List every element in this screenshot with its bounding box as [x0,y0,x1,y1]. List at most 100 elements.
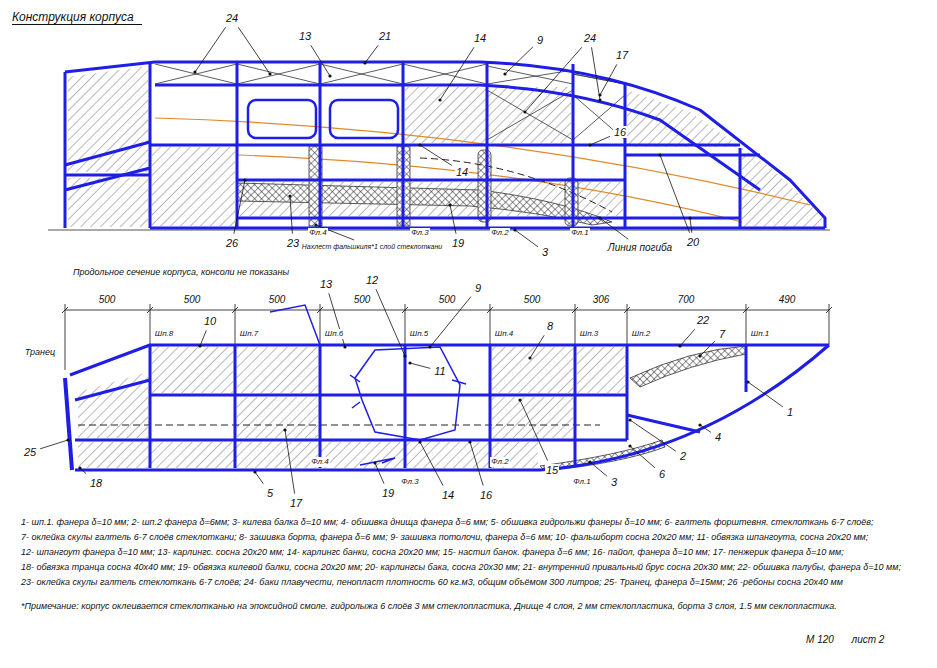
leader-dot [418,143,421,146]
callout-number: 15 [545,464,559,477]
frame-label: Шп.2 [631,329,651,338]
legend-note: 12- шпангоут фанера δ=10 мм; 13- карлинг… [20,547,845,557]
leader-dot [66,438,69,441]
leader-dot [598,98,601,101]
leader-line [600,218,628,239]
callout-number: 11 [433,365,446,378]
callout-number: 14 [473,32,487,45]
leader-line [40,440,68,449]
callout-number: 26 [225,237,239,250]
frame-label: Шп.1 [750,329,770,338]
leader-dot [746,380,749,383]
dimension: 306 [592,294,611,306]
flange-label: Фл.3 [400,477,419,486]
leader-line [530,335,544,358]
callout-number: 20 [686,236,700,249]
leader-line [680,329,695,346]
leader-dot [678,344,681,347]
leader-line [365,45,378,63]
bend-line [420,158,612,212]
flange-label: Фл.1 [572,477,591,486]
leader-dot [468,440,471,443]
leader-line [505,47,533,74]
hatching [78,347,625,468]
leader-line [525,47,582,112]
legend-note: 1- шп.1. фанера δ=10 мм; 2- шп.2 фанера … [20,517,875,527]
console-outline [270,305,466,465]
leader-line [660,155,690,233]
leader-dot [363,61,366,64]
dimension: 500 [183,294,202,306]
legend-note: 18- обвязка транца сосна 40х40 мм; 19- о… [20,562,902,572]
leader-dot [688,216,691,219]
base-line [48,230,830,231]
callout-number: 22 [696,314,710,327]
leader-dot [698,423,701,426]
leader-dot [328,74,331,77]
leader-dot [598,93,601,96]
leader-line [255,472,263,484]
leader-line [375,463,384,484]
dimension: 500 [98,294,117,306]
callout-number: 21 [378,30,392,43]
sheet-label: лист 2 [851,634,886,646]
callout-number: 5 [266,487,274,500]
leader-line [600,64,617,95]
scale-label: М 120 [805,634,835,646]
callout-number: 24 [583,32,597,45]
leader-dot [373,461,376,464]
callout-number: 19 [381,487,395,500]
leader-line [592,47,601,100]
section-caption: Продольное сечение корпуса, консоли не п… [72,267,290,277]
leader-line [450,205,456,234]
leader-dot [343,345,346,348]
frame-label: Шп.8 [154,329,174,338]
leader-dot [588,460,591,463]
callout-number: 24 [225,12,239,25]
callout-number: 10 [203,315,217,328]
leader-dot [268,72,271,75]
leader-line [311,45,330,76]
leader-line [376,289,405,356]
callout-number: 12 [365,274,379,287]
leader-line [329,293,345,347]
frame-label: Шп.7 [239,329,259,338]
frame-label: Шп.3 [579,329,599,338]
legend-note: 7- оклейка скулы галтель 6-7 слоёв стекл… [20,532,869,542]
callout-number: 3 [541,246,549,259]
leader-dot [658,153,661,156]
leader-dot [448,203,451,206]
callout-number: 23 [286,237,300,250]
callout-number: 13 [319,278,333,291]
leader-line [234,180,245,234]
flange-label: Фл.4 [310,457,329,466]
flange-label: Фл.4 [308,228,327,237]
leader-line [700,425,711,432]
leader-dot [193,70,196,73]
callout-number: 19 [451,237,465,250]
leader-line [420,145,452,166]
flange-label: Фл.1 [570,228,589,237]
part-label: Транец [24,347,56,357]
chine-tape [630,346,746,387]
leader-line [630,420,676,451]
leader-dot [523,110,526,113]
leader-line [520,400,548,461]
leader-dot [314,223,317,226]
callout-number: 13 [298,30,312,43]
dimension: 500 [523,294,542,306]
leader-dot [503,72,506,75]
leader-line [590,136,610,145]
callout-number: 7 [718,328,726,341]
flange-label: Фл.2 [490,457,509,466]
leader-line [410,363,430,368]
leader-line [290,196,292,234]
hatching [68,66,822,227]
ribs [309,146,578,226]
leader-dot [698,354,701,357]
callout-number: 16 [613,126,627,139]
callout-number: 17 [289,497,303,510]
leader-dot [628,418,631,421]
callout-number: 8 [546,320,554,333]
